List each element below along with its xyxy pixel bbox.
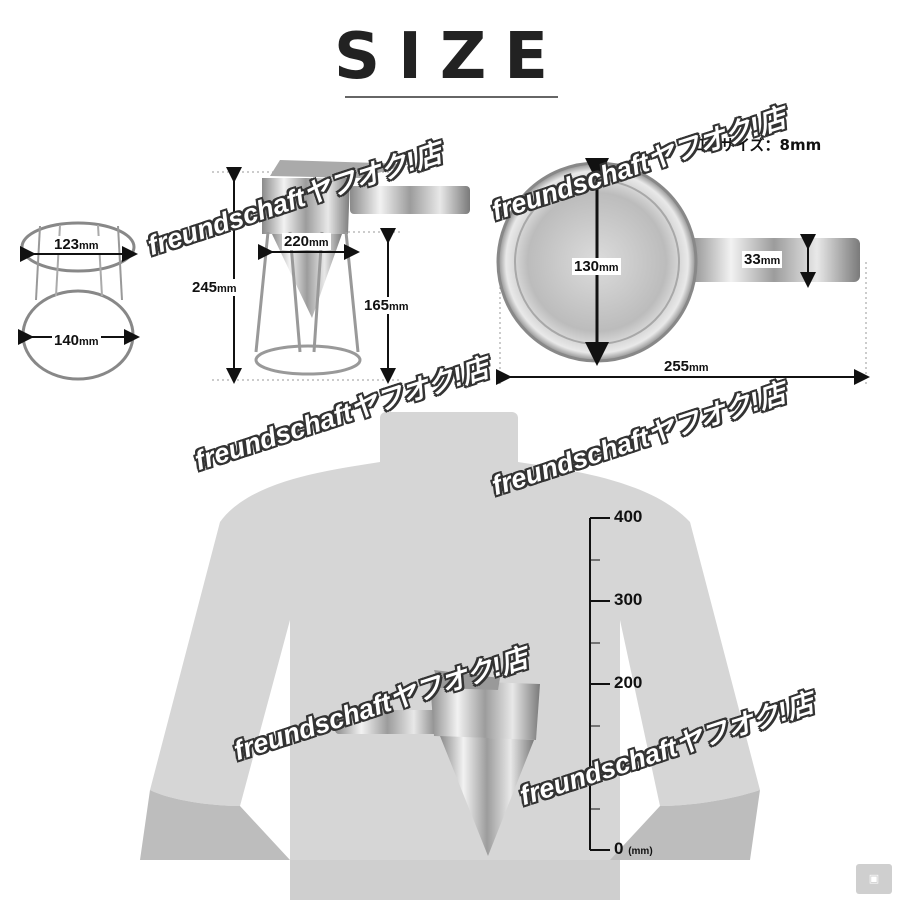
handle-diameter-label: 33mm bbox=[742, 251, 783, 268]
total-height-label: 245mm bbox=[190, 279, 239, 296]
ruler-tick-300: 300 bbox=[614, 590, 643, 609]
ruler-tick-100: 100 bbox=[614, 756, 643, 775]
cup-width-label: 220mm bbox=[282, 233, 331, 250]
dispenser-photo bbox=[335, 670, 540, 856]
title-divider bbox=[345, 96, 558, 98]
person-silhouette bbox=[140, 412, 760, 900]
height-ruler bbox=[589, 517, 610, 851]
ruler-tick-200: 200 bbox=[614, 673, 643, 692]
ruler-tick-0: 0 (mm) bbox=[614, 839, 653, 858]
ring-top-diameter-label: 123mm bbox=[52, 236, 101, 253]
ring-bottom-diameter-label: 140mm bbox=[52, 332, 101, 349]
dispenser-side-icon bbox=[212, 160, 470, 384]
bowl-diameter-label: 130mm bbox=[572, 258, 621, 275]
page-title: SIZE bbox=[333, 20, 567, 94]
nozzle-size-label: 口金サイズ：8mm bbox=[690, 136, 822, 154]
brand-logo-icon: ▣ bbox=[856, 864, 892, 894]
ruler-tick-400: 400 bbox=[614, 507, 643, 526]
cone-height-label: 165mm bbox=[362, 297, 411, 314]
overall-length-label: 255mm bbox=[662, 358, 711, 375]
ring-stand-icon bbox=[18, 221, 140, 381]
